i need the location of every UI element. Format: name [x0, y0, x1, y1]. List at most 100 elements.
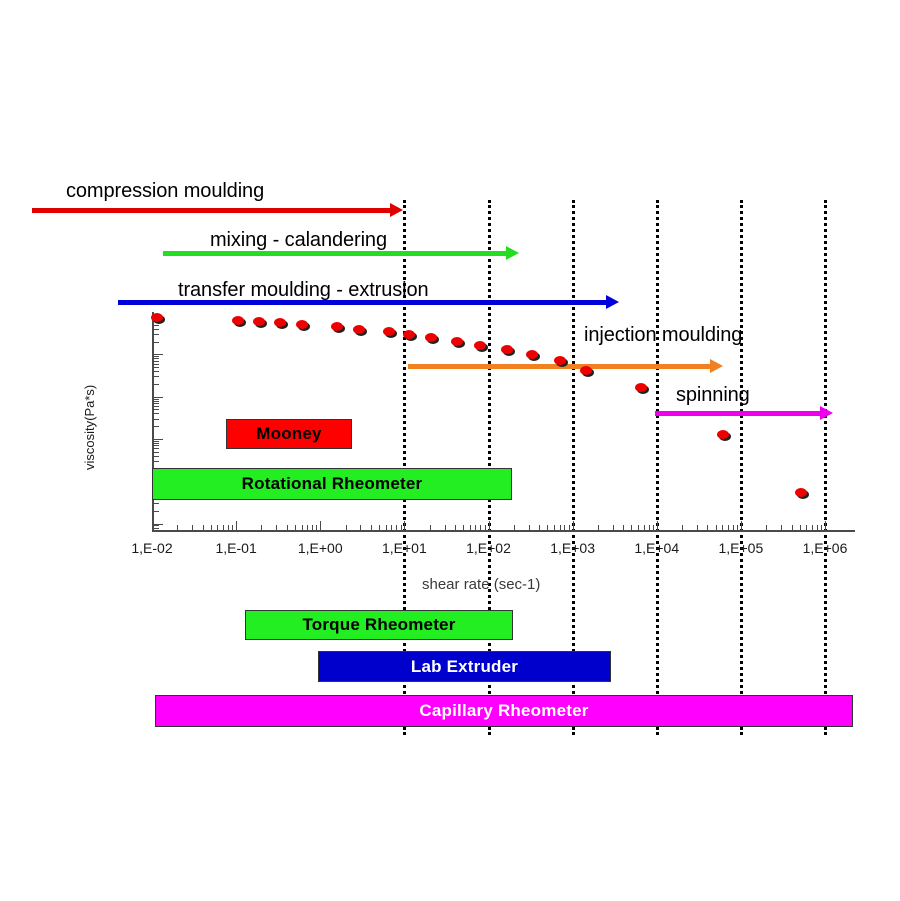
- x-axis-minor-tick: [301, 525, 303, 530]
- arrow-shaft: [163, 251, 510, 256]
- x-axis-minor-tick: [444, 525, 446, 530]
- x-axis-minor-tick: [379, 525, 381, 530]
- y-axis-minor-tick: [154, 334, 159, 336]
- x-axis-tick-label: 1,E+02: [466, 540, 511, 556]
- instrument-box-lab-extruder: Lab Extruder: [318, 651, 611, 682]
- x-axis-minor-tick: [192, 525, 194, 530]
- data-point: [353, 325, 366, 334]
- y-axis-minor-tick: [154, 406, 159, 407]
- gridline-1e+04: [655, 200, 659, 735]
- x-axis-minor-tick: [612, 525, 614, 530]
- x-axis-major-tick: [488, 521, 490, 530]
- y-axis-minor-tick: [154, 358, 159, 360]
- x-axis-minor-tick: [806, 525, 808, 530]
- x-axis-minor-tick: [539, 525, 541, 530]
- data-point: [717, 430, 730, 439]
- y-axis-minor-tick: [154, 341, 159, 343]
- x-axis-minor-tick: [781, 525, 782, 530]
- x-axis-minor-tick: [597, 525, 599, 530]
- y-axis-minor-tick: [154, 440, 159, 442]
- x-axis-minor-tick: [811, 525, 813, 530]
- x-axis-major-tick: [656, 521, 658, 530]
- x-axis-major-tick: [236, 521, 238, 530]
- y-axis-minor-tick: [154, 356, 159, 358]
- x-axis-minor-tick: [312, 525, 314, 530]
- x-axis-minor-tick: [484, 525, 486, 530]
- arrow-head: [390, 203, 403, 217]
- data-point: [295, 320, 308, 329]
- process-label-spinning: spinning: [676, 384, 750, 406]
- y-axis-minor-tick: [154, 363, 159, 365]
- arrow-shaft: [32, 208, 394, 213]
- process-label-mixing-calandering: mixing - calandering: [210, 229, 387, 251]
- data-point: [635, 383, 647, 392]
- x-axis-minor-tick: [400, 525, 402, 530]
- y-axis-minor-tick: [154, 451, 159, 453]
- x-axis-major-tick: [320, 521, 322, 530]
- y-axis-minor-tick: [154, 527, 159, 529]
- arrow-shaft: [408, 364, 714, 369]
- arrow-shaft: [655, 411, 824, 416]
- instrument-box-capillary-rheometer: Capillary Rheometer: [155, 695, 853, 727]
- instrument-box-label: Rotational Rheometer: [241, 474, 423, 493]
- x-axis-minor-tick: [232, 525, 234, 530]
- data-point: [474, 341, 487, 350]
- x-axis-minor-tick: [547, 525, 549, 530]
- y-axis-minor-tick: [154, 413, 159, 415]
- x-axis-minor-tick: [631, 525, 633, 530]
- x-axis-minor-tick: [568, 525, 570, 530]
- y-axis-minor-tick: [154, 367, 159, 369]
- x-axis-minor-tick: [316, 525, 318, 530]
- x-axis-major-tick: [572, 521, 574, 530]
- y-axis-minor-tick: [154, 409, 159, 411]
- y-axis-minor-tick: [154, 455, 159, 457]
- y-axis-line: [152, 312, 154, 532]
- y-axis-minor-tick: [154, 445, 159, 447]
- x-axis-minor-tick: [737, 525, 739, 530]
- data-point: [500, 345, 513, 354]
- x-axis-tick-label: 1,E+06: [802, 540, 848, 556]
- y-axis-minor-tick: [154, 328, 159, 330]
- x-axis-minor-tick: [385, 525, 387, 530]
- gridline-1e+01: [403, 200, 407, 735]
- x-axis-minor-tick: [370, 525, 372, 530]
- x-axis-minor-tick: [638, 525, 640, 530]
- x-axis-tick-label: 1,E+00: [297, 540, 343, 556]
- y-axis-minor-tick: [154, 324, 159, 326]
- x-axis-minor-tick: [469, 525, 471, 530]
- instrument-box-label: Capillary Rheometer: [419, 701, 589, 720]
- process-label-injection-moulding: injection moulding: [584, 324, 743, 346]
- x-axis-minor-tick: [455, 525, 457, 530]
- x-axis-minor-tick: [643, 525, 645, 530]
- data-point: [382, 327, 395, 336]
- x-axis-minor-tick: [821, 525, 823, 530]
- x-axis-minor-tick: [429, 525, 431, 530]
- y-axis-minor-tick: [154, 448, 159, 450]
- x-axis-tick-label: 1,E+05: [718, 540, 764, 556]
- x-axis-minor-tick: [715, 525, 717, 530]
- data-point: [231, 316, 244, 325]
- x-axis-minor-tick: [223, 525, 225, 530]
- y-axis-minor-tick: [154, 360, 159, 362]
- x-axis-minor-tick: [307, 525, 309, 530]
- x-axis-major-tick: [404, 521, 406, 530]
- x-axis-minor-tick: [177, 525, 179, 530]
- x-axis-minor-tick: [210, 525, 212, 530]
- x-axis-line: [152, 530, 855, 532]
- x-axis-minor-tick: [396, 525, 398, 530]
- x-axis-minor-tick: [799, 525, 801, 530]
- x-axis-minor-tick: [286, 525, 288, 530]
- x-axis-minor-tick: [732, 525, 734, 530]
- x-axis-minor-tick: [480, 525, 482, 530]
- x-axis-major-tick: [740, 521, 742, 530]
- data-point: [425, 333, 438, 342]
- gridline-1e+06: [824, 200, 827, 735]
- arrow-head: [710, 359, 723, 373]
- y-axis-minor-tick: [154, 426, 159, 428]
- x-axis-minor-tick: [513, 525, 515, 530]
- x-axis-minor-tick: [217, 525, 219, 530]
- data-point: [403, 330, 416, 339]
- instrument-box-rotational-rheometer: Rotational Rheometer: [152, 468, 512, 500]
- y-axis-minor-tick: [154, 383, 159, 385]
